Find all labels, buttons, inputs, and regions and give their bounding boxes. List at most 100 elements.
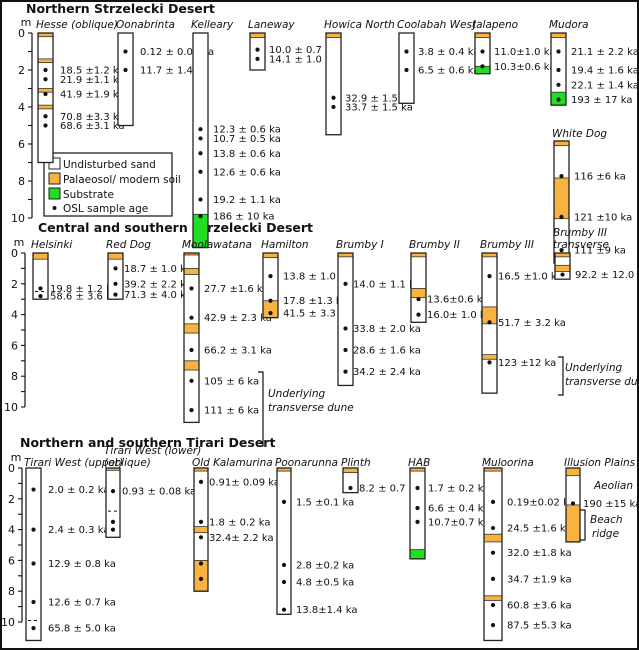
- column-outline: [398, 32, 415, 104]
- osl-age-label: 92.2 ± 12.0 ka: [575, 270, 639, 281]
- osl-sample-dot: [560, 272, 565, 277]
- osl-age-label: 39.2 ± 2.2 ka: [124, 279, 192, 290]
- osl-sample-dot: [480, 64, 485, 69]
- osl-sample-dot: [110, 489, 116, 494]
- osl-sample-dot: [189, 407, 194, 413]
- layer-palaeosol: [183, 323, 200, 334]
- site-name: Plinth: [341, 457, 371, 469]
- osl-age-label: 111 ±9 ka: [574, 246, 626, 257]
- site-name: Illusion Plains: [564, 457, 636, 469]
- osl-sample-dot: [198, 169, 203, 174]
- column-outline: [249, 32, 266, 71]
- site-name: Jalapeno: [471, 19, 518, 31]
- osl-sample-dot: [559, 248, 564, 253]
- osl-sample-dot: [198, 197, 203, 202]
- layer-palaeosol: [483, 595, 503, 601]
- osl-age-label: 34.7 ±1.9 ka: [507, 574, 572, 585]
- column-outline: [409, 467, 426, 560]
- column-outline: [262, 252, 279, 319]
- osl-sample-dot: [268, 274, 273, 279]
- annotation-underlying-dune-1a: Underlying: [268, 388, 325, 400]
- depth-tick-label: 10: [1, 616, 15, 629]
- site-name: Howica North: [324, 19, 395, 31]
- osl-sample-dot: [31, 561, 36, 566]
- osl-sample-dot: [281, 499, 287, 504]
- layer-substrate: [409, 549, 426, 560]
- osl-age-label: 13.8±1.4 ka: [296, 605, 357, 616]
- legend-swatch-sand: [48, 157, 61, 170]
- osl-sample-dot: [556, 67, 561, 73]
- legend-swatch-substrate: [48, 187, 61, 200]
- column-outline: [105, 467, 121, 538]
- site-name: Moolawatana: [182, 239, 252, 251]
- site-name: Tirari West (lower): [104, 445, 201, 457]
- osl-age-label: 3.8 ± 0.4 ka: [418, 47, 479, 58]
- osl-sample-dot: [490, 602, 496, 608]
- osl-age-label: 65.8 ± 5.0 ka: [48, 624, 116, 635]
- column-outline: [193, 467, 209, 592]
- site-name: Brumby III: [553, 227, 607, 239]
- osl-age-label: 17.8 ±1.3 ka: [283, 296, 348, 307]
- depth-tick-label: 6: [11, 339, 18, 352]
- site-name: Oonabrinta: [116, 19, 175, 31]
- osl-sample-dot: [556, 49, 561, 54]
- osl-sample-dot: [415, 505, 420, 511]
- osl-age-label: 16.5 ±1.0 ka: [498, 272, 563, 283]
- column-outline: [276, 467, 292, 615]
- layer-palaeosol: [262, 252, 279, 259]
- osl-sample-dot: [487, 360, 492, 365]
- osl-age-label: 68.6 ±3.1 ka: [60, 121, 125, 132]
- osl-age-label: 18.7 ± 1.0 ka: [124, 264, 192, 275]
- osl-sample-dot: [113, 266, 118, 271]
- column-outline: [550, 32, 567, 106]
- panel-title-northern-strzelecki: Northern Strzelecki Desert: [26, 1, 215, 16]
- osl-age-label: 2.4 ± 0.3 ka: [48, 525, 109, 536]
- layer-palaeosol: [550, 32, 567, 39]
- osl-age-label: 111 ± 6 ka: [204, 406, 259, 417]
- osl-sample-dot: [281, 562, 287, 568]
- column-outline: [474, 32, 491, 75]
- depth-tick-label: 8: [8, 585, 15, 598]
- osl-sample-dot: [268, 310, 273, 316]
- depth-unit-label: m: [14, 236, 25, 249]
- site-name: Hesse (oblique): [36, 19, 118, 31]
- site-name: Poonarunna: [275, 457, 338, 469]
- osl-age-label: 16.0± 1.0 ka: [427, 310, 492, 321]
- column-outline: [481, 252, 498, 394]
- osl-age-label: 12.6 ± 0.6 ka: [213, 167, 281, 178]
- layer-palaeosol: [325, 32, 342, 39]
- osl-age-label: 21.9 ±1.1 ka: [60, 75, 125, 86]
- column-outline: [565, 467, 581, 543]
- layer-palaeosol: [37, 88, 54, 93]
- osl-age-label: 19.2 ± 1.1 ka: [213, 195, 281, 206]
- osl-age-label: 10.7 ± 0.5 ka: [213, 134, 281, 145]
- site-name: Brumby I: [336, 239, 384, 251]
- osl-sample-dot: [198, 127, 203, 132]
- osl-age-label: 41.9 ±1.9 ka: [60, 90, 125, 101]
- osl-age-label: 190 ±15 ka: [583, 499, 639, 510]
- annotation-beach: Beach: [590, 514, 623, 526]
- osl-sample-dot: [31, 487, 36, 492]
- layer-palaeosol: [193, 526, 209, 534]
- osl-age-label: 19.8 ± 1.2 ka: [50, 284, 118, 295]
- column-outline: [410, 252, 427, 323]
- osl-sample-dot: [31, 626, 36, 631]
- osl-sample-dot: [416, 297, 421, 302]
- site-name: Tirari West (upper): [24, 457, 123, 469]
- osl-sample-dot: [198, 561, 204, 566]
- osl-sample-dot: [490, 622, 496, 628]
- depth-tick-label: 6: [8, 554, 15, 567]
- osl-age-label: 32.9 ± 1.5 ka: [345, 93, 413, 104]
- legend-label-osl: OSL sample age: [63, 203, 148, 215]
- osl-age-label: 58.6 ± 3.6 ka: [50, 292, 118, 303]
- osl-sample-dot: [556, 82, 561, 87]
